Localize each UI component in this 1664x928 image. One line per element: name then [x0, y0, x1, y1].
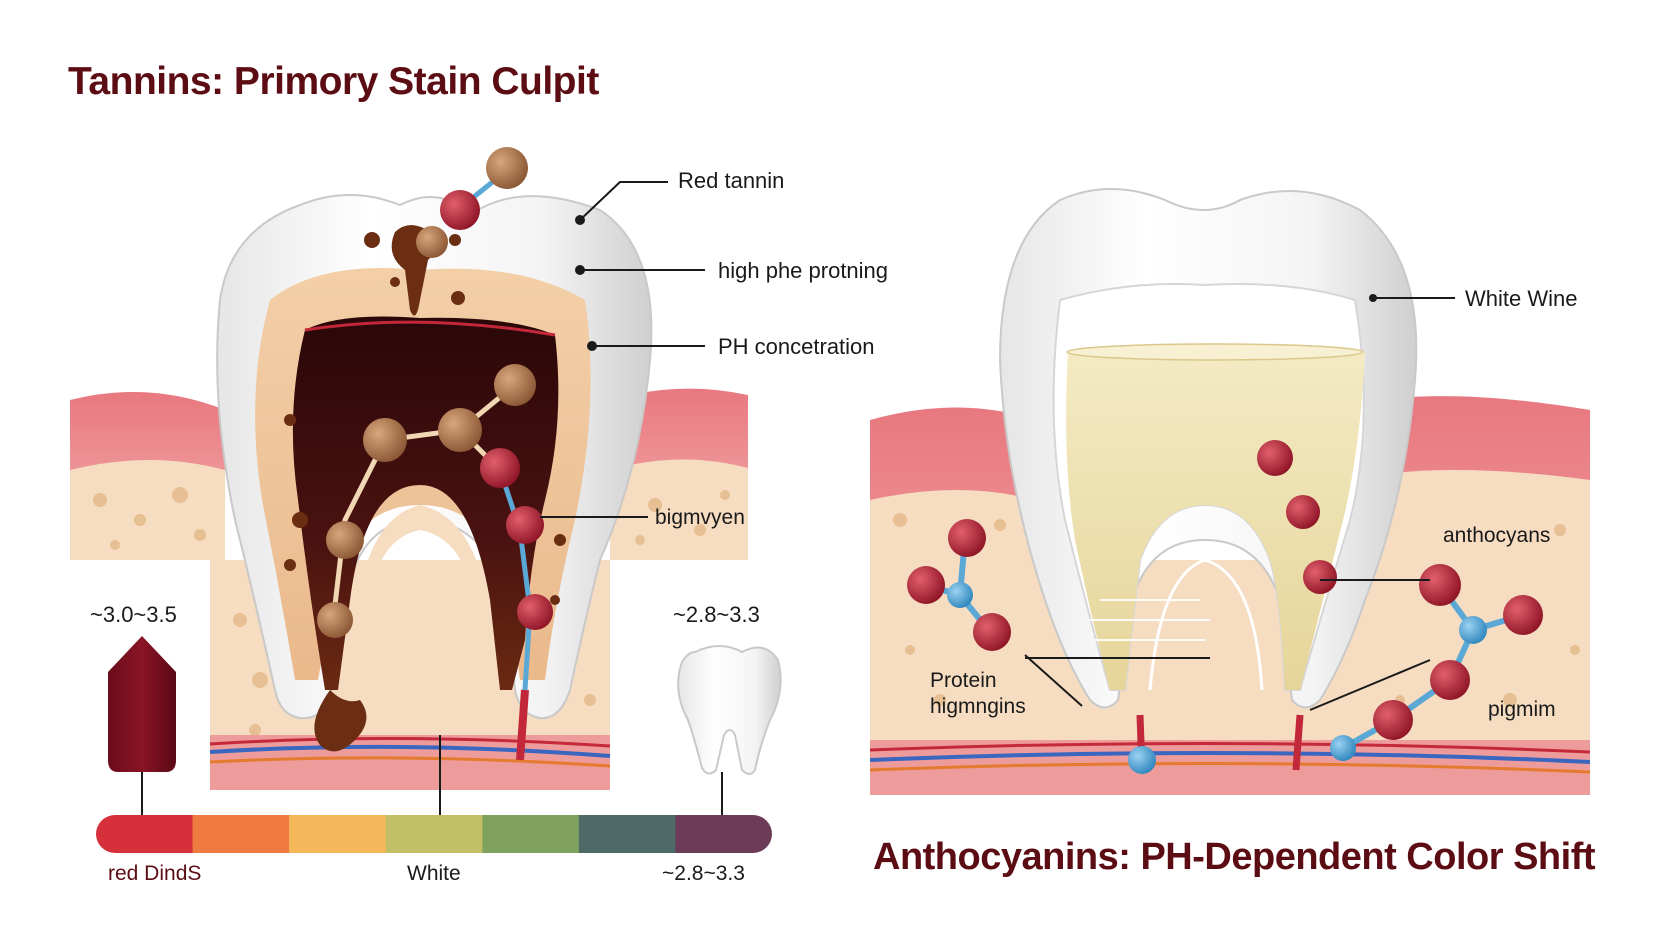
label-protein: Protein higmngins [930, 669, 1026, 718]
scale-segment [96, 815, 194, 853]
scale-segment [289, 815, 387, 853]
scale-mid-label: White [407, 862, 461, 885]
label-ph-white: ~2.8~3.3 [673, 602, 760, 627]
scale-segment [385, 815, 484, 853]
label-high-protein: high phe protning [718, 258, 889, 283]
right-diagram [869, 188, 1591, 795]
scale-segment [578, 815, 677, 853]
scale-segment [482, 815, 580, 853]
color-scale [96, 815, 772, 853]
wine-bottle-icon [108, 636, 176, 772]
scale-right-label: ~2.8~3.3 [662, 862, 745, 885]
scale-left-label: red DindS [108, 862, 202, 885]
label-ph-concentration: PH concetration [718, 334, 875, 359]
left-diagram [70, 147, 782, 853]
label-pigmim: pigmim [1488, 698, 1556, 721]
label-bigmvyen: bigmvyen [655, 506, 745, 529]
label-red-tannin: Red tannin [678, 168, 785, 193]
label-white-wine: White Wine [1465, 286, 1578, 311]
scale-segment [192, 815, 291, 853]
label-ph-red: ~3.0~3.5 [90, 602, 177, 627]
tooth-icon [677, 645, 782, 775]
left-title: Tannins: Primory Stain Culpit [68, 60, 599, 103]
right-title: Anthocyanins: PH-Dependent Color Shift [873, 836, 1596, 878]
label-anthocyans: anthocyans [1443, 524, 1551, 547]
scale-segment [675, 815, 772, 853]
